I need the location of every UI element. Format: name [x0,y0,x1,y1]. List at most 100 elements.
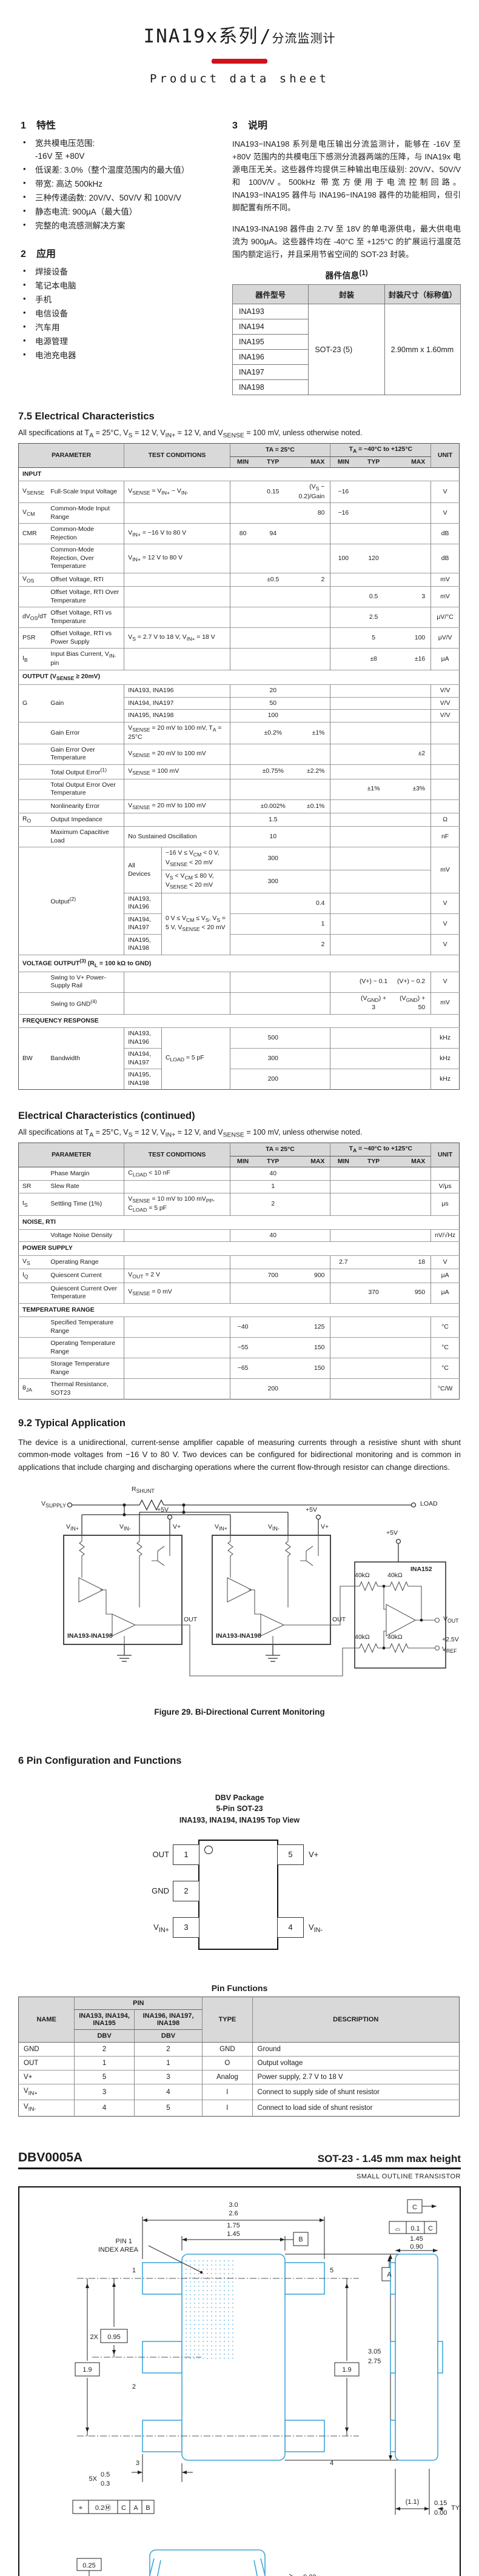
table-cell [356,870,391,893]
table-cell: G [18,684,49,722]
package-title: DBV Package 5-Pin SOT-23 INA193, INA194,… [0,1792,479,1826]
table-cell: SOT-23 (5) [308,304,385,396]
table-cell: Bandwidth [48,1027,124,1090]
table-cell: 80 [290,502,330,524]
table-cell: CLOAD = 5 pF [161,1027,230,1090]
table-cell [229,1229,256,1242]
table-cell [229,709,256,722]
svg-text:3: 3 [136,2460,139,2467]
table-cell: °C [430,1358,460,1379]
svg-text:C: C [121,2504,126,2512]
list-marker: • [23,192,26,201]
table-cell: INA196 [232,349,309,365]
table-cell [390,799,431,813]
table-cell [290,1180,330,1193]
table-cell [356,684,391,698]
table-cell [229,544,256,573]
table-cell [330,1027,357,1049]
table-header-cell: MAX [390,1156,431,1167]
list-marker: • [23,219,26,229]
table-cell [356,709,391,722]
svg-text:0.95: 0.95 [107,2334,120,2341]
table-row: INA195 [232,334,461,350]
table-cell: VS < VCM ≤ 80 V, VSENSE < 20 mV [161,870,230,893]
table-cell [356,1229,391,1242]
vin-minus-label-1: VIN- [119,1523,131,1532]
table-cell: 2 [290,572,330,587]
table-cell [229,1166,256,1181]
table-cell: Slew Rate [48,1180,124,1193]
table-cell [229,627,256,649]
list-marker: • [23,294,26,304]
table-cell: VSENSE = VIN+ − VIN- [124,481,230,503]
table-cell: Output voltage [252,2055,460,2070]
table-cell: Operating Range [48,1255,124,1269]
table-cell [290,684,330,698]
table-cell [18,1337,49,1358]
table-cell [330,523,357,544]
table-cell [18,1166,49,1181]
table-cell: V [430,971,460,993]
features-heading-number: 1 [21,121,26,131]
table-cell [255,607,290,628]
table-cell [290,992,330,1015]
svg-text:C: C [412,2204,417,2211]
table-cell [18,1282,49,1304]
table-cell: −55 [229,1337,256,1358]
table-cell: Full-Scale Input Voltage [48,481,124,503]
table-cell [229,1069,256,1090]
table-cell: 0.4 [290,892,330,914]
table-cell: CLOAD < 10 nF [124,1166,230,1181]
figure-29-circuit: VSUPPLY RSHUNT LOAD VIN+ VIN- +5V V+ OUT… [27,1483,459,1694]
table-cell [290,607,330,628]
table-cell: 1.5 [255,813,290,827]
svg-text:0.25: 0.25 [82,2562,95,2569]
table-cell [229,607,256,628]
table-cell: kHz [430,1069,460,1090]
pin-label-vin-plus: VIN+ [153,1922,169,1934]
table-cell [229,764,256,779]
table-row: VOLTAGE OUTPUT(3) (RL = 100 kΩ to GND) [18,954,460,972]
list-marker: • [23,138,26,147]
table-cell: Quiescent Current [48,1269,124,1283]
table-cell: (VGND) + 50 [390,992,431,1015]
table-cell: 2 [133,2041,203,2057]
table-cell [229,1180,256,1193]
table-cell [255,586,290,607]
table-cell: OUTPUT (VSENSE ≥ 20mV) [18,669,460,685]
table-cell: INA194, INA197 [124,696,230,710]
table-header-cell: TEST CONDITIONS [124,1143,230,1167]
table-cell: 5 [74,2069,135,2084]
table-cell [255,544,290,573]
table-cell [356,1069,391,1090]
table-cell [356,847,391,870]
table-cell [124,502,230,524]
table-cell [330,913,357,935]
table-cell [330,572,357,587]
table-header-cell: PIN [74,1997,203,2010]
table-cell: Voltage Noise Density [48,1229,124,1242]
table-cell [290,870,330,893]
table-header-cell: DESCRIPTION [252,1997,460,2043]
table-cell [330,933,357,955]
table-cell: Offset Voltage, RTI vs Power Supply [48,627,124,649]
table-cell [124,586,230,607]
table-cell: ±0.1% [290,799,330,813]
table-cell [330,709,357,722]
svg-text:B: B [146,2504,150,2512]
package-drawing-svg: 3.0 2.6 1.75 1.45 B A PIN 1 INDEX AREA 1… [72,2199,460,2576]
ina152-label: INA152 [410,1565,432,1573]
typical-application-body: The device is a unidirectional, current-… [18,1438,461,1472]
table-header-cell: TA = 25°C [229,443,330,457]
table-cell [330,684,357,698]
table-cell: 100 [330,544,357,573]
table-row: NOISE, RTI [18,1215,460,1230]
table-cell [124,1378,230,1400]
list-marker: • [23,349,26,359]
table-cell [390,523,431,544]
